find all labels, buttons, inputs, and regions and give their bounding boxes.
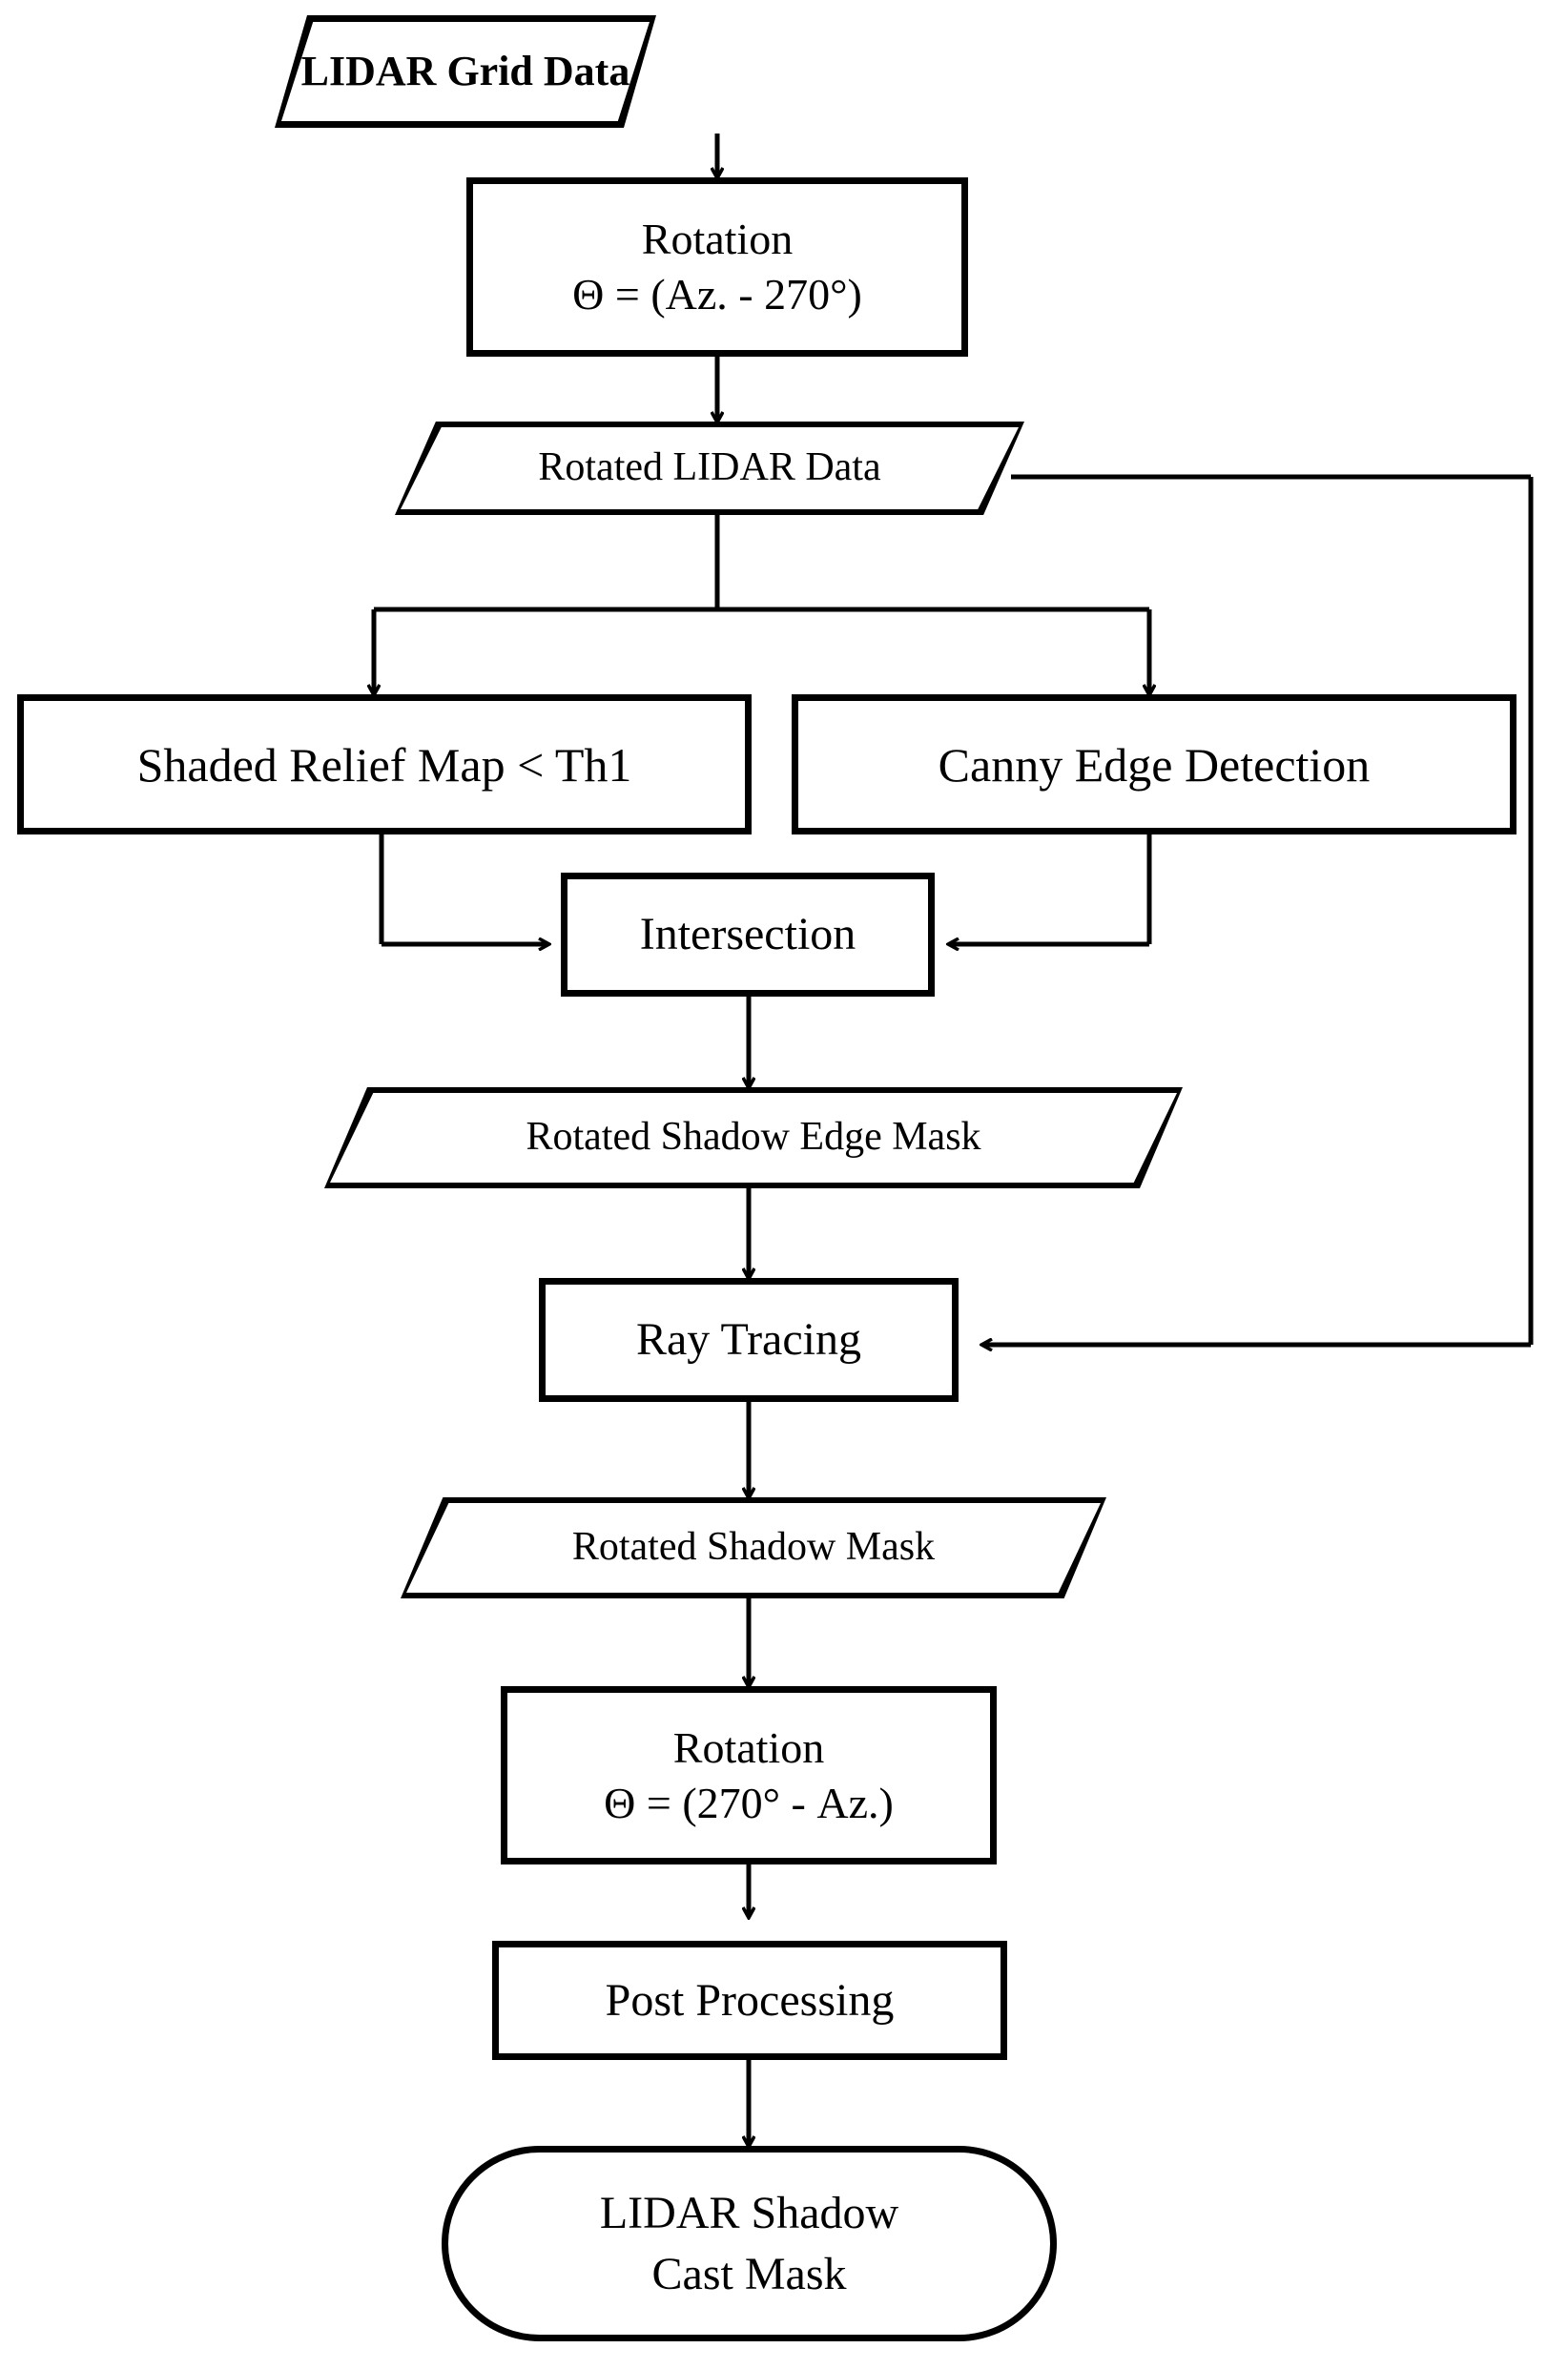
node-ray-tracing-label: Ray Tracing bbox=[635, 1314, 861, 1366]
node-canny-edge-detection-label: Canny Edge Detection bbox=[938, 737, 1371, 792]
node-intersection-label: Intersection bbox=[639, 909, 856, 960]
node-intersection[interactable]: Intersection bbox=[561, 873, 935, 997]
node-post-processing[interactable]: Post Processing bbox=[492, 1941, 1007, 2060]
node-rotated-shadow-edge-mask[interactable]: Rotated Shadow Edge Mask bbox=[324, 1087, 1183, 1188]
node-rotated-shadow-edge-mask-label: Rotated Shadow Edge Mask bbox=[526, 1115, 981, 1160]
node-rotation-forward-label-line1: Rotation bbox=[641, 215, 794, 264]
node-rotated-lidar-data[interactable]: Rotated LIDAR Data bbox=[395, 422, 1024, 515]
node-lidar-shadow-cast-mask[interactable]: LIDAR Shadow Cast Mask bbox=[442, 2146, 1057, 2341]
node-lidar-shadow-cast-mask-label-line2: Cast Mask bbox=[651, 2248, 847, 2299]
node-post-processing-label: Post Processing bbox=[605, 1974, 895, 2026]
node-rotated-lidar-data-label: Rotated LIDAR Data bbox=[538, 445, 881, 490]
node-rotated-shadow-mask[interactable]: Rotated Shadow Mask bbox=[401, 1497, 1106, 1598]
node-rotation-forward[interactable]: Rotation Θ = (Az. - 270°) bbox=[466, 177, 968, 357]
node-lidar-grid-data[interactable]: LIDAR Grid Data bbox=[275, 15, 656, 128]
node-ray-tracing[interactable]: Ray Tracing bbox=[539, 1278, 959, 1402]
node-rotation-inverse-label-line2: Θ = (270° - Az.) bbox=[604, 1778, 894, 1827]
node-canny-edge-detection[interactable]: Canny Edge Detection bbox=[792, 694, 1516, 834]
node-lidar-shadow-cast-mask-label-line1: LIDAR Shadow bbox=[599, 2187, 899, 2238]
node-rotated-shadow-mask-label: Rotated Shadow Mask bbox=[571, 1525, 936, 1570]
node-rotation-forward-label-line2: Θ = (Az. - 270°) bbox=[572, 270, 862, 319]
node-lidar-grid-data-label: LIDAR Grid Data bbox=[300, 48, 630, 95]
node-rotation-inverse-label-line1: Rotation bbox=[672, 1722, 825, 1772]
node-shaded-relief-map-label: Shaded Relief Map < Th1 bbox=[136, 737, 632, 792]
node-shaded-relief-map[interactable]: Shaded Relief Map < Th1 bbox=[17, 694, 752, 834]
node-rotation-inverse[interactable]: Rotation Θ = (270° - Az.) bbox=[501, 1686, 997, 1864]
